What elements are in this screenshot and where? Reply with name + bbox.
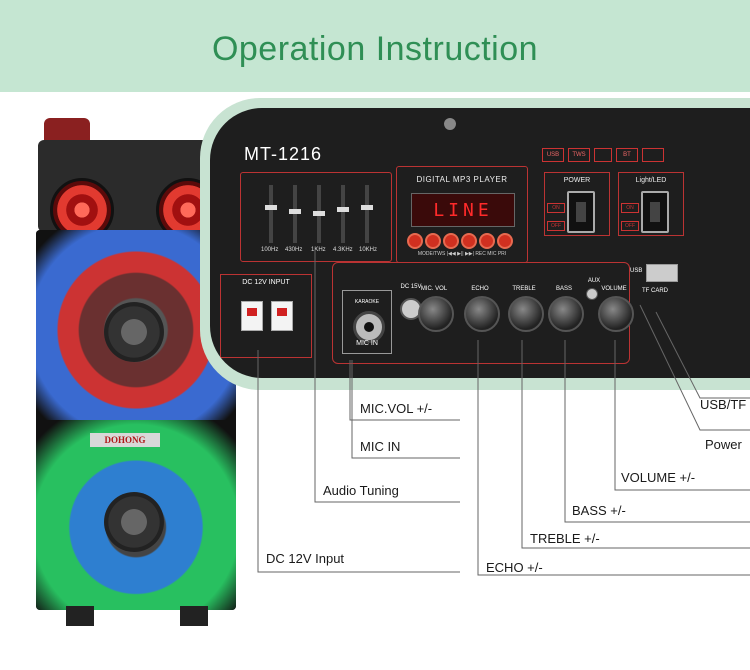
eq-label-100hz: 100Hz (261, 247, 279, 253)
mode-tws-button[interactable] (407, 233, 423, 249)
tws-icon: TWS (568, 148, 590, 162)
play-pause-button[interactable] (443, 233, 459, 249)
negative-terminal[interactable] (271, 301, 293, 331)
callout-echo: ECHO +/- (486, 560, 543, 575)
page-title: Operation Instruction (211, 30, 539, 68)
dc-input-label: DC 12V INPUT (242, 279, 290, 286)
power-label: POWER (563, 177, 591, 184)
eq-label-1khz: 1KHz (311, 247, 326, 253)
mic-input-box: KARAOKE MIC IN (342, 290, 392, 354)
callout-mic-vol: MIC.VOL +/- (360, 401, 433, 416)
eq-slider-430hz[interactable] (289, 185, 301, 243)
eq-slider-10khz[interactable] (361, 185, 373, 243)
treble-knob-label: TREBLE (512, 286, 536, 292)
mp3-buttons-label: MODE/TWS |◀◀ ▶|| ▶▶| REC MIC PRI (417, 251, 507, 257)
light-on-label: ON (621, 203, 639, 213)
mp3-player-title: DIGITAL MP3 PLAYER (416, 175, 508, 184)
next-button[interactable] (461, 233, 477, 249)
treble-knob[interactable] (508, 296, 544, 332)
callout-audio-tuning: Audio Tuning (323, 483, 399, 498)
callout-treble: TREBLE +/- (530, 531, 600, 546)
callout-mic-in: MIC IN (360, 439, 401, 454)
dc-input-box: DC 12V INPUT (220, 274, 312, 358)
light-switch-box: Light/LED ON OFF (618, 172, 684, 236)
usb-port[interactable] (646, 264, 678, 282)
card-icon (594, 148, 612, 162)
aux-label: AUX (587, 278, 601, 284)
eq-slider-1khz[interactable] (313, 185, 325, 243)
previous-button[interactable] (425, 233, 441, 249)
light-off-label: OFF (621, 221, 639, 231)
hdmi-icon (642, 148, 664, 162)
upper-woofer (104, 302, 164, 362)
lcd-display: LINE (411, 193, 515, 227)
model-number: MT-1216 (244, 144, 323, 164)
lower-woofer (104, 492, 164, 552)
bass-knob-label: BASS (555, 286, 572, 292)
brand-logo: DOHONG (90, 433, 160, 447)
power-off-label: OFF (547, 221, 565, 231)
display-text: LINE (433, 200, 493, 221)
left-leg (66, 606, 94, 626)
equalizer: 100Hz 430Hz 1KHz 4.3KHz 10KHz (240, 172, 392, 262)
usb-tf-line (655, 311, 750, 399)
light-switch[interactable] (641, 191, 669, 233)
eq-slider-100hz[interactable] (265, 185, 277, 243)
eq-label-10khz: 10KHz (359, 247, 378, 253)
callout-bass: BASS +/- (572, 503, 626, 518)
volume-knob-label: VOLUME (601, 286, 627, 292)
usb-label: USB (630, 268, 643, 274)
callout-usb-tf: USB/TF (700, 397, 747, 412)
mic-jack[interactable] (353, 311, 385, 343)
positive-terminal[interactable] (241, 301, 263, 331)
usb-tf-area: USB TF CARD (630, 262, 694, 302)
mic-vol-knob-label: MIC. VOL (420, 286, 448, 292)
volume-knob[interactable] (598, 296, 634, 332)
bass-knob[interactable] (548, 296, 584, 332)
eq-label-430hz: 430Hz (285, 247, 303, 253)
bluetooth-icon: BT (616, 148, 638, 162)
dc15v-label: DC 15V (400, 284, 422, 290)
light-label: Light/LED (635, 177, 667, 184)
callout-power: Power (705, 437, 742, 452)
screw-icon (444, 118, 456, 130)
control-panel: MT-1216 USB TWS BT 100Hz 430Hz 1KHz 4.3K… (210, 108, 750, 378)
mic-vol-knob[interactable] (418, 296, 454, 332)
eq-slider-4-3khz[interactable] (337, 185, 349, 243)
power-on-label: ON (547, 203, 565, 213)
echo-knob[interactable] (464, 296, 500, 332)
eq-label-4-3khz: 4.3KHz (333, 247, 353, 253)
tf-card-label: TF CARD (642, 288, 668, 294)
mp3-player: DIGITAL MP3 PLAYER LINE MODE/TWS |◀◀ ▶||… (396, 166, 528, 263)
karaoke-label: KARAOKE (354, 299, 380, 305)
right-leg (180, 606, 208, 626)
usb-mode-icon: USB (542, 148, 564, 162)
mic-in-label: MIC IN (356, 340, 378, 347)
callout-volume: VOLUME +/- (621, 470, 696, 485)
callout-dc-input: DC 12V Input (266, 551, 345, 566)
power-switch-box: POWER ON OFF (544, 172, 610, 236)
echo-knob-label: ECHO (471, 286, 489, 292)
header-banner (0, 0, 750, 92)
aux-jack[interactable] (586, 288, 598, 300)
rec-button[interactable] (479, 233, 495, 249)
mic-pri-button[interactable] (497, 233, 513, 249)
power-switch[interactable] (567, 191, 595, 233)
